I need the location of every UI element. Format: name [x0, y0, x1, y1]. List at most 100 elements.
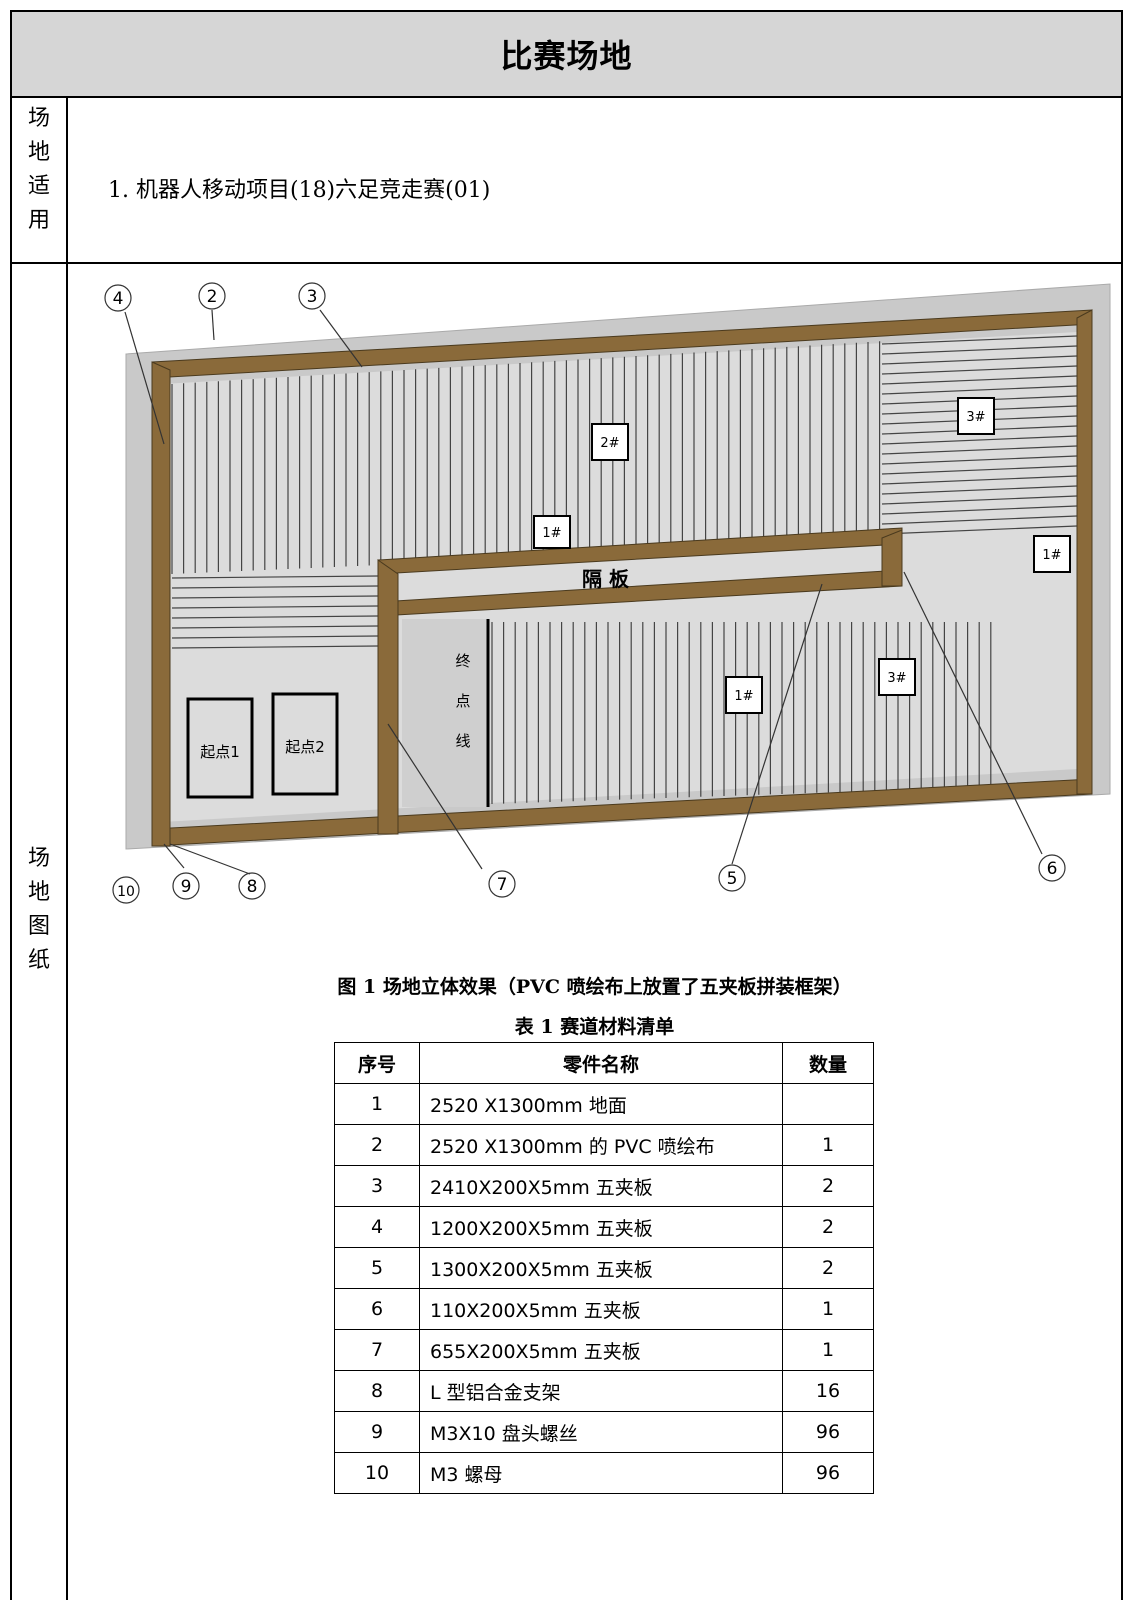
table-cell: 2520 X1300mm 地面: [419, 1083, 783, 1125]
callout-labels: 4 2 3 10 9 8 7 5 6: [113, 287, 1058, 900]
side-char: 场: [27, 846, 50, 871]
lane-line: [171, 595, 379, 599]
lane-line: [171, 575, 379, 579]
wood-frame: [151, 309, 1093, 847]
callout-circle: [112, 876, 140, 904]
lane-line: [881, 365, 1078, 375]
table-title: 表 1 赛道材料清单: [514, 1016, 675, 1038]
callout-label: 10: [117, 884, 135, 900]
lane-line: [881, 485, 1078, 495]
side-char: 地: [27, 140, 50, 165]
lane-line: [881, 375, 1078, 385]
callout-circle: [198, 282, 226, 310]
table-cell: 8: [334, 1370, 420, 1412]
page-title: 比赛场地: [500, 37, 633, 75]
divider-label: 隔 板: [582, 567, 630, 591]
table-cell: 1: [782, 1288, 874, 1330]
lane-lines: [171, 335, 1078, 804]
marker-label: 1#: [734, 689, 753, 704]
start-box-1: [186, 697, 254, 799]
divider-end: [881, 529, 903, 587]
lane-line: [171, 625, 379, 629]
lane-line: [881, 445, 1078, 455]
callout-circle: [172, 872, 200, 900]
lane-line: [881, 435, 1078, 445]
callouts: [104, 282, 1066, 904]
marker-label: 2#: [600, 436, 619, 451]
callout-label: 3: [307, 287, 318, 307]
side-char: 用: [27, 208, 50, 233]
start-label-2: 起点2: [285, 738, 325, 756]
callout-label: 6: [1047, 859, 1058, 879]
marker-box: [957, 397, 995, 435]
table-cell: 16: [782, 1370, 874, 1412]
applicable-side-label: 场 地 适 用: [12, 102, 66, 238]
header-cell: 数量: [782, 1042, 874, 1084]
callout-label: 7: [497, 875, 508, 895]
finish-char: 终: [455, 652, 470, 670]
callout-label: 4: [113, 289, 124, 309]
lane-line: [881, 495, 1078, 505]
callout-circle: [488, 870, 516, 898]
marker-label: 1#: [542, 526, 561, 541]
figure-caption: 图 1 场地立体效果（PVC 喷绘布上放置了五夹板拼装框架）: [337, 976, 852, 998]
start-label-1: 起点1: [200, 743, 240, 761]
callout-circle: [1038, 854, 1066, 882]
table-cell: 96: [782, 1452, 874, 1494]
field-figure: 起点1 起点2 终 点 线 隔 板 2# 3# 1# 1#: [104, 282, 1111, 904]
lane-line: [881, 355, 1078, 365]
marker-box: [1033, 535, 1071, 573]
lane-line: [171, 645, 379, 649]
leader-line: [903, 571, 1043, 855]
lane-line: [881, 505, 1078, 515]
marker-box: [591, 423, 629, 461]
table-cell: L 型铝合金支架: [419, 1370, 783, 1412]
header-cell: 序号: [334, 1042, 420, 1084]
leader-line: [124, 311, 165, 445]
frame-right: [1076, 309, 1093, 795]
table-cell: 2: [782, 1165, 874, 1207]
title-row: 比赛场地: [12, 12, 1121, 98]
lane-line: [171, 635, 379, 639]
side-char: 图: [27, 914, 50, 939]
lane-line: [881, 455, 1078, 465]
table-cell: 2520 X1300mm 的 PVC 喷绘布: [419, 1124, 783, 1166]
table-cell: 5: [334, 1247, 420, 1289]
table-cell: 2: [334, 1124, 420, 1166]
table-cell: M3X10 盘头螺丝: [419, 1411, 783, 1453]
header-cell: 零件名称: [419, 1042, 783, 1084]
leader-line: [387, 723, 483, 870]
marker-box: [878, 658, 916, 696]
callout-label: 2: [207, 287, 218, 307]
drawing-side-label: 场 地 图 纸: [12, 842, 66, 978]
column-divider: [66, 98, 68, 1600]
callout-label: 8: [247, 877, 258, 897]
side-char: 适: [27, 174, 50, 199]
side-char: 地: [27, 880, 50, 905]
marker-label: 3#: [887, 671, 906, 686]
lane-line: [881, 345, 1078, 355]
lane-line: [881, 335, 1078, 345]
page-frame: 比赛场地 场 地 适 用 1. 机器人移动项目(18)六足竞走赛(01) 场 地…: [10, 10, 1123, 1600]
callout-circle: [238, 872, 266, 900]
table-cell: 1: [334, 1083, 420, 1125]
table-header-row: 序号 零件名称 数量: [334, 1042, 874, 1084]
table-cell: 1: [782, 1124, 874, 1166]
table-cell: 1: [782, 1329, 874, 1371]
applicable-row: [12, 98, 1121, 264]
leader-line: [319, 309, 363, 368]
finish-zone: [402, 619, 488, 807]
table-cell: 655X200X5mm 五夹板: [419, 1329, 783, 1371]
leader-line: [169, 843, 251, 875]
callout-circle: [718, 864, 746, 892]
side-char: 场: [27, 106, 50, 131]
leader-line: [211, 309, 215, 341]
table-cell: 110X200X5mm 五夹板: [419, 1288, 783, 1330]
